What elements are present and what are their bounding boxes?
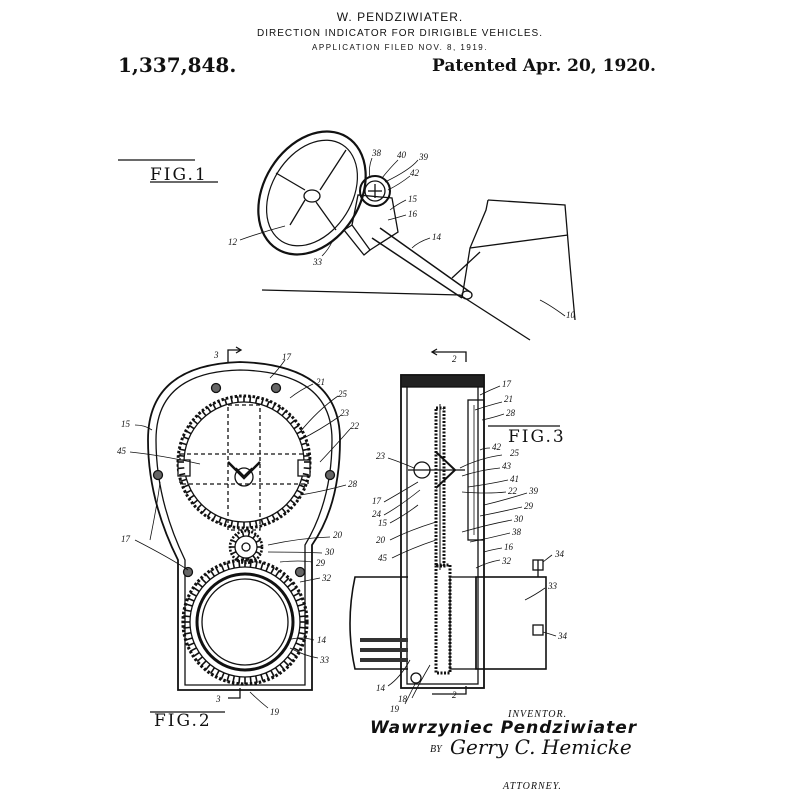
pointer-arrow — [408, 451, 465, 489]
application-filed-date: APPLICATION FILED NOV. 8, 1919. — [312, 43, 488, 52]
ref-45: 45 — [378, 553, 388, 563]
fig3-label: FIG.3 — [508, 427, 566, 447]
inventor-label: INVENTOR. — [508, 709, 568, 720]
fig1-steering-assembly: FIG.1 — [118, 130, 576, 341]
fig1-label: FIG.1 — [150, 165, 208, 185]
bolt-bottom — [410, 672, 422, 684]
fig2-numerals: 17 21 25 23 22 15 45 28 17 20 30 29 32 1… — [117, 352, 360, 717]
ref-28: 28 — [348, 479, 358, 489]
indicator-dial — [343, 175, 399, 256]
inventor-signature: Wawrzyniec Pendziwiater — [370, 718, 638, 738]
ref-22: 22 — [508, 486, 518, 496]
fig1-numerals: 38 40 39 42 15 16 14 12 33 10 — [228, 148, 576, 320]
ref-23: 23 — [376, 451, 386, 461]
ref-10: 10 — [566, 310, 576, 320]
ref-42: 42 — [410, 168, 420, 178]
ref-17: 17 — [282, 352, 292, 362]
svg-text:2: 2 — [452, 354, 457, 364]
by-label: BY — [430, 744, 442, 755]
bolt-holes — [152, 382, 336, 578]
ref-38: 38 — [371, 148, 382, 158]
ref-24: 24 — [372, 509, 382, 519]
attorney-signature: Gerry C. Hemicke — [450, 735, 632, 759]
patent-number: 1,337,848. — [118, 53, 237, 77]
ref-33: 33 — [312, 257, 323, 267]
gear-teeth — [183, 560, 307, 684]
ref-17: 17 — [372, 496, 382, 506]
ref-28: 28 — [506, 408, 516, 418]
ref-14: 14 — [317, 635, 327, 645]
inventor-name: W. PENDZIWIATER. — [336, 10, 464, 24]
svg-text:3: 3 — [215, 694, 221, 704]
dial-plate — [467, 399, 485, 541]
ref-30: 30 — [513, 514, 524, 524]
ref-16: 16 — [504, 542, 514, 552]
ref-32: 32 — [501, 556, 512, 566]
ref-29: 29 — [524, 501, 534, 511]
ref-34: 34 — [557, 631, 568, 641]
svg-text:2: 2 — [452, 690, 457, 700]
section-mark-3-top: 3 — [213, 346, 243, 362]
ref-41: 41 — [510, 474, 519, 484]
vehicle-dashboard — [261, 199, 576, 341]
gear-teeth — [178, 396, 310, 528]
ref-42: 42 — [492, 442, 502, 452]
patented-date: Patented Apr. 20, 1920. — [432, 56, 656, 76]
ref-39: 39 — [418, 152, 429, 162]
fig2-housing-front-view: 3 3 — [117, 346, 360, 731]
fig2-leader-lines — [129, 359, 351, 709]
ref-14: 14 — [432, 232, 442, 242]
ref-25: 25 — [510, 448, 520, 458]
ref-17: 17 — [121, 534, 131, 544]
ref-29: 29 — [316, 558, 326, 568]
fig3-housing-section-view: 2 2 — [349, 348, 568, 714]
ref-40: 40 — [397, 150, 407, 160]
ref-30: 30 — [324, 547, 335, 557]
ref-16: 16 — [408, 209, 418, 219]
ref-33: 33 — [547, 581, 558, 591]
ref-20: 20 — [376, 535, 386, 545]
section-mark-3-bottom: 3 — [215, 688, 241, 704]
patent-title: DIRECTION INDICATOR FOR DIRIGIBLE VEHICL… — [257, 28, 543, 39]
ref-38: 38 — [511, 527, 522, 537]
ref-21: 21 — [316, 377, 325, 387]
section-mark-2-top: 2 — [430, 348, 467, 364]
ref-14: 14 — [376, 683, 386, 693]
ref-21: 21 — [504, 394, 513, 404]
ref-18: 18 — [398, 694, 408, 704]
ref-19: 19 — [390, 704, 400, 714]
attorney-label: ATTORNEY. — [503, 781, 562, 792]
ref-33: 33 — [319, 655, 330, 665]
ref-17: 17 — [502, 379, 512, 389]
ref-15: 15 — [408, 194, 418, 204]
lower-gear-edge — [434, 563, 477, 675]
gear-teeth — [230, 531, 262, 563]
ref-15: 15 — [378, 518, 388, 528]
ref-23: 23 — [340, 408, 350, 418]
ref-19: 19 — [270, 707, 280, 717]
ref-20: 20 — [333, 530, 343, 540]
ref-39: 39 — [528, 486, 539, 496]
ref-45: 45 — [117, 446, 127, 456]
fig3-leader-lines — [383, 385, 557, 705]
fig1-leader-lines — [239, 157, 566, 317]
fig2-label: FIG.2 — [154, 711, 212, 731]
fig3-numerals: 17 21 28 42 25 43 23 41 22 39 17 24 29 1… — [372, 379, 568, 714]
svg-text:3: 3 — [213, 350, 219, 360]
ref-12: 12 — [228, 237, 238, 247]
ref-32: 32 — [321, 573, 332, 583]
ref-43: 43 — [502, 461, 512, 471]
housing-outline — [147, 361, 341, 691]
ref-22: 22 — [350, 421, 360, 431]
ref-34: 34 — [554, 549, 565, 559]
ref-15: 15 — [121, 419, 131, 429]
steering-column-pipe — [349, 559, 547, 670]
ref-25: 25 — [338, 389, 348, 399]
